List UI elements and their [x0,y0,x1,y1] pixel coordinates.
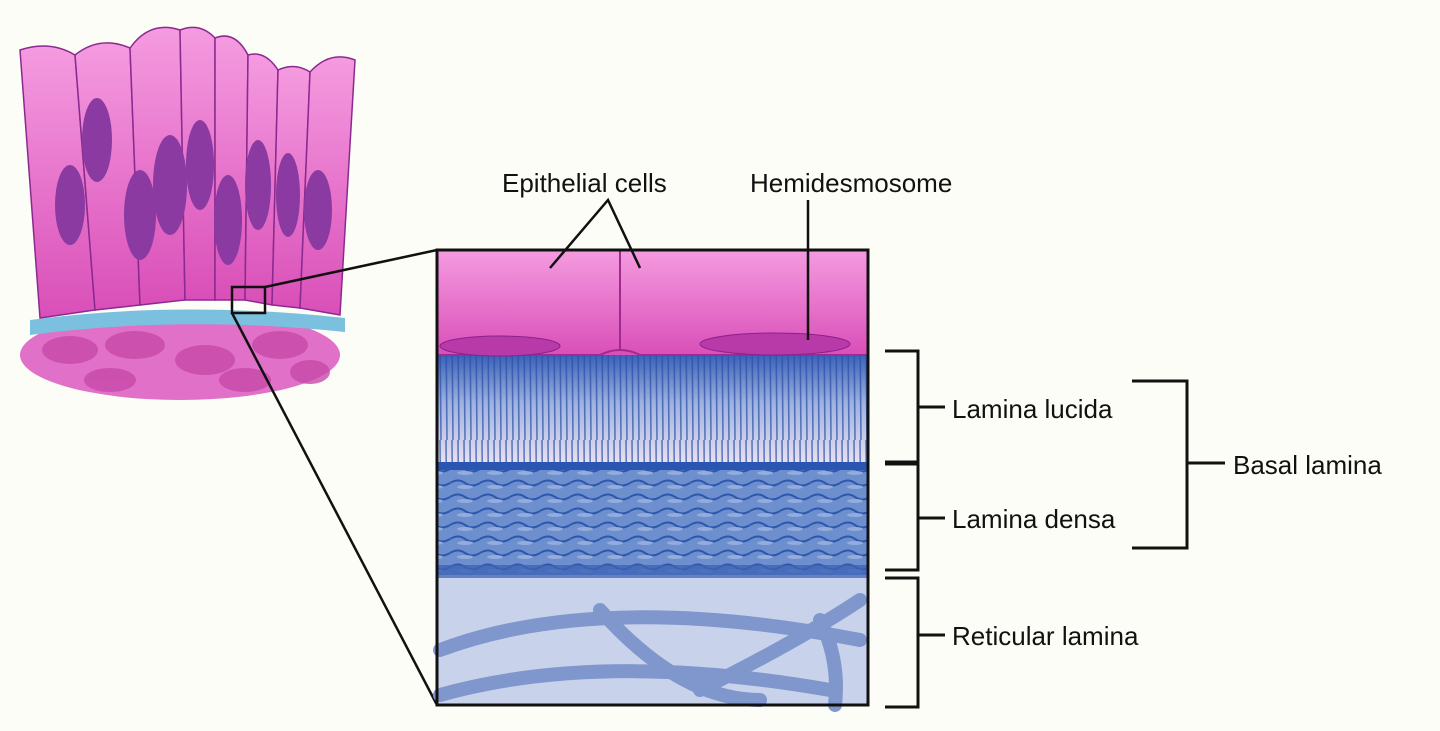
label-hemidesmosome: Hemidesmosome [750,168,952,198]
bracket-lamina-densa [885,462,945,572]
label-epithelial-cells: Epithelial cells [502,168,667,198]
label-basal-lamina: Basal lamina [1233,450,1382,480]
epithelial-cells-pointer [549,197,642,269]
epithelium-overview-illustration [19,26,356,400]
magnified-region-marker [230,285,267,315]
hemidesmosome-right [699,332,851,356]
hemidesmosome-left [439,335,561,357]
lamina-densa-layer [437,462,868,575]
magnified-inset [433,248,870,712]
reticular-fibers [433,593,867,712]
label-lamina-densa: Lamina densa [952,504,1116,534]
zoom-line-top [264,248,438,289]
bracket-basal-lamina [1132,379,1225,550]
label-lamina-lucida: Lamina lucida [952,394,1113,424]
bracket-lamina-lucida [885,349,945,464]
zoom-line-bottom [230,312,439,706]
label-reticular-lamina: Reticular lamina [952,621,1139,651]
bracket-reticular-lamina [885,576,945,709]
